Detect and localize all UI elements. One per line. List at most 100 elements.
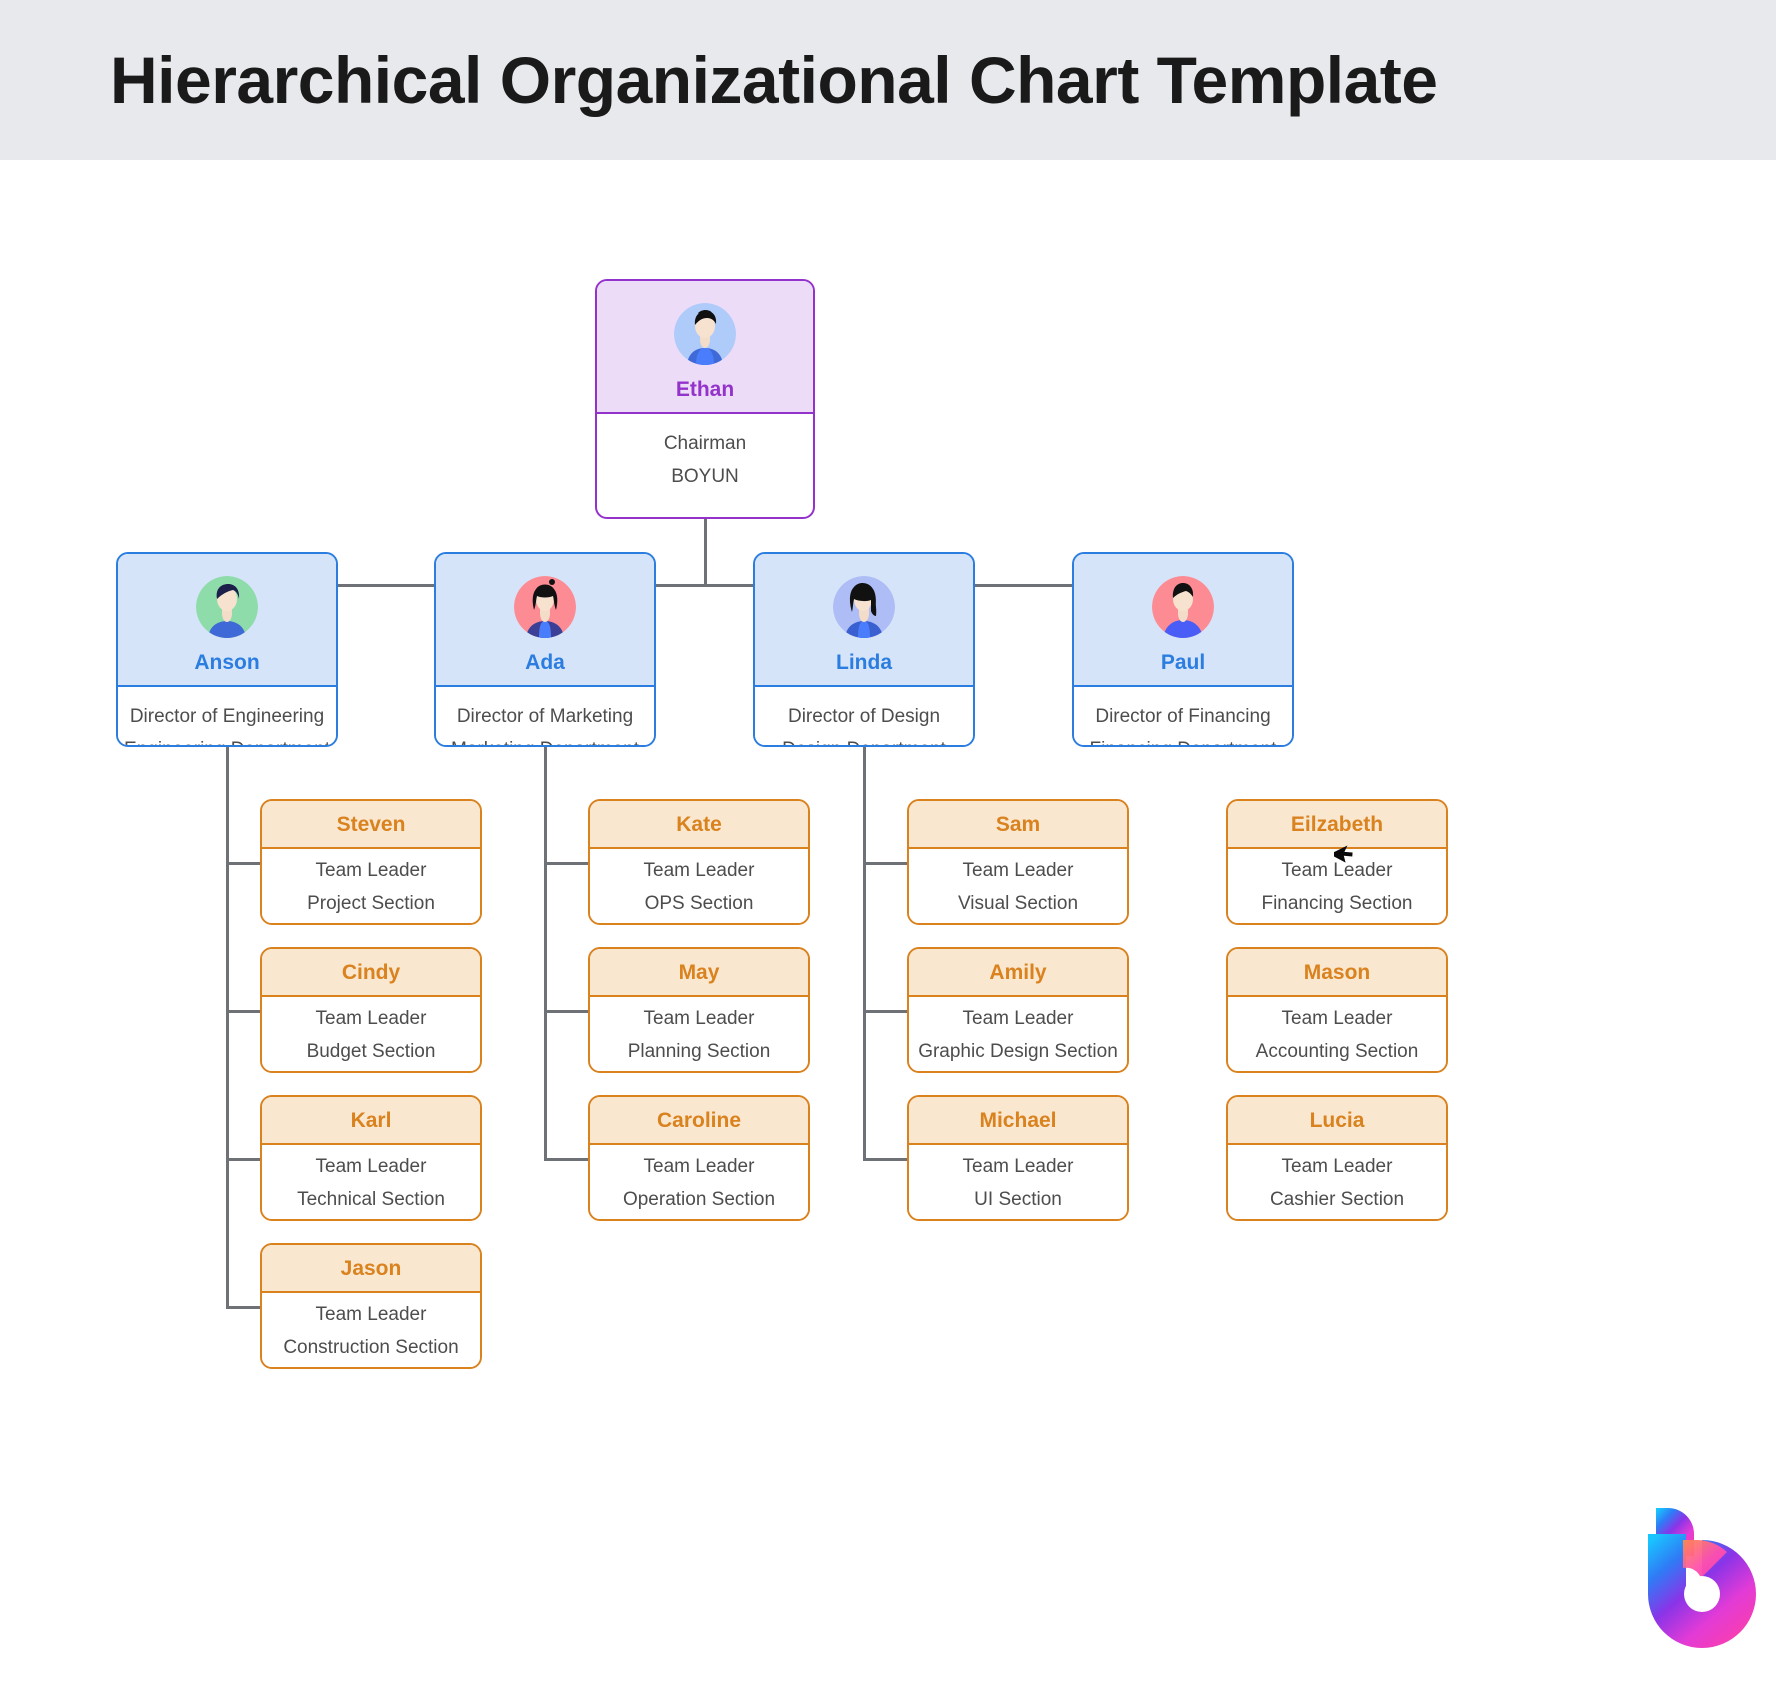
node-title-sam: Team Leader [962, 859, 1074, 881]
node-header-lucia: Lucia [1228, 1097, 1446, 1145]
avatar-linda [833, 576, 895, 638]
node-body-ethan: Chairman BOYUN [597, 414, 813, 506]
node-ada[interactable]: Ada Director of Marketing Marketing Depa… [434, 552, 656, 747]
node-header-kate: Kate [590, 801, 808, 849]
node-body-linda: Director of Design Design Department [755, 687, 973, 745]
node-unit-ada: Marketing Department [451, 740, 639, 745]
node-eilzabeth[interactable]: Eilzabeth Team Leader Financing Section [1226, 799, 1448, 925]
connector-branch-caroline [544, 1158, 588, 1161]
connector-branch-sam [863, 862, 907, 865]
node-header-mason: Mason [1228, 949, 1446, 997]
node-mason[interactable]: Mason Team Leader Accounting Section [1226, 947, 1448, 1073]
connector-root-stem [704, 478, 707, 585]
connector-branch-may [544, 1010, 588, 1013]
node-unit-caroline: Operation Section [622, 1188, 776, 1210]
node-name-linda: Linda [836, 651, 892, 674]
node-anson[interactable]: Anson Director of Engineering Engineerin… [116, 552, 338, 747]
node-body-kate: Team Leader OPS Section [590, 849, 808, 923]
avatar-anson [196, 576, 258, 638]
chart-canvas: Ethan Chairman BOYUN Anson [0, 160, 1776, 1684]
node-header-cindy: Cindy [262, 949, 480, 997]
node-title-cindy: Team Leader [315, 1007, 427, 1029]
mouse-cursor-arrow-icon [1329, 838, 1356, 864]
node-header-ethan: Ethan [597, 281, 813, 414]
node-header-karl: Karl [262, 1097, 480, 1145]
node-title-ethan: Chairman [663, 433, 747, 454]
node-header-eilzabeth: Eilzabeth [1228, 801, 1446, 849]
node-body-ada: Director of Marketing Marketing Departme… [436, 687, 654, 745]
node-ethan[interactable]: Ethan Chairman BOYUN [595, 279, 815, 519]
node-title-eilzabeth: Team Leader [1281, 859, 1393, 881]
node-body-cindy: Team Leader Budget Section [262, 997, 480, 1071]
node-body-lucia: Team Leader Cashier Section [1228, 1145, 1446, 1219]
node-unit-karl: Technical Section [297, 1188, 445, 1210]
node-name-anson: Anson [194, 651, 260, 674]
node-karl[interactable]: Karl Team Leader Technical Section [260, 1095, 482, 1221]
node-header-linda: Linda [755, 554, 973, 687]
node-paul[interactable]: Paul Director of Financing Financing Dep… [1072, 552, 1294, 747]
connector-branch-cindy [226, 1010, 262, 1013]
node-may[interactable]: May Team Leader Planning Section [588, 947, 810, 1073]
node-amily[interactable]: Amily Team Leader Graphic Design Section [907, 947, 1129, 1073]
node-name-jason: Jason [340, 1256, 402, 1280]
node-name-sam: Sam [995, 812, 1041, 836]
node-name-mason: Mason [1303, 960, 1371, 984]
node-michael[interactable]: Michael Team Leader UI Section [907, 1095, 1129, 1221]
node-linda[interactable]: Linda Director of Design Design Departme… [753, 552, 975, 747]
node-name-kate: Kate [676, 812, 722, 836]
node-title-amily: Team Leader [962, 1007, 1074, 1029]
node-unit-ethan: BOYUN [671, 466, 739, 487]
node-name-karl: Karl [350, 1108, 392, 1132]
node-title-ada: Director of Marketing [456, 706, 634, 727]
node-jason[interactable]: Jason Team Leader Construction Section [260, 1243, 482, 1369]
node-body-anson: Director of Engineering Engineering Depa… [118, 687, 336, 745]
node-name-may: May [678, 960, 720, 984]
node-unit-sam: Visual Section [957, 892, 1079, 914]
node-header-may: May [590, 949, 808, 997]
node-name-eilzabeth: Eilzabeth [1290, 812, 1384, 836]
node-sam[interactable]: Sam Team Leader Visual Section [907, 799, 1129, 925]
node-name-steven: Steven [336, 812, 406, 836]
node-body-eilzabeth: Team Leader Financing Section [1228, 849, 1446, 923]
node-unit-steven: Project Section [307, 892, 435, 914]
connector-spine-anson [226, 745, 229, 1308]
connector-branch-karl [226, 1158, 262, 1161]
node-title-karl: Team Leader [315, 1155, 427, 1177]
connector-root-bus [227, 584, 1184, 587]
node-unit-eilzabeth: Financing Section [1261, 892, 1413, 914]
node-body-paul: Director of Financing Financing Departme… [1074, 687, 1292, 745]
node-unit-may: Planning Section [627, 1040, 771, 1062]
node-kate[interactable]: Kate Team Leader OPS Section [588, 799, 810, 925]
title-band: Hierarchical Organizational Chart Templa… [0, 0, 1776, 160]
node-title-jason: Team Leader [315, 1303, 427, 1325]
node-header-steven: Steven [262, 801, 480, 849]
node-title-michael: Team Leader [962, 1155, 1074, 1177]
node-title-steven: Team Leader [315, 859, 427, 881]
node-name-paul: Paul [1160, 651, 1206, 674]
node-cindy[interactable]: Cindy Team Leader Budget Section [260, 947, 482, 1073]
avatar-ethan [674, 303, 736, 365]
node-body-caroline: Team Leader Operation Section [590, 1145, 808, 1219]
node-title-kate: Team Leader [643, 859, 755, 881]
node-caroline[interactable]: Caroline Team Leader Operation Section [588, 1095, 810, 1221]
node-unit-linda: Design Department [782, 740, 946, 745]
connector-branch-jason [226, 1306, 262, 1309]
node-unit-anson: Engineering Department [124, 740, 330, 745]
node-lucia[interactable]: Lucia Team Leader Cashier Section [1226, 1095, 1448, 1221]
node-body-jason: Team Leader Construction Section [262, 1293, 480, 1367]
node-title-linda: Director of Design [787, 706, 941, 727]
node-name-lucia: Lucia [1309, 1108, 1365, 1132]
node-body-sam: Team Leader Visual Section [909, 849, 1127, 923]
node-header-michael: Michael [909, 1097, 1127, 1145]
node-body-amily: Team Leader Graphic Design Section [909, 997, 1127, 1071]
node-steven[interactable]: Steven Team Leader Project Section [260, 799, 482, 925]
connector-branch-steven [226, 862, 262, 865]
node-title-anson: Director of Engineering [129, 706, 325, 727]
node-unit-lucia: Cashier Section [1269, 1188, 1405, 1210]
avatar-ada [514, 576, 576, 638]
node-title-caroline: Team Leader [643, 1155, 755, 1177]
connector-branch-kate [544, 862, 588, 865]
connector-branch-amily [863, 1010, 907, 1013]
node-unit-amily: Graphic Design Section [918, 1040, 1118, 1062]
